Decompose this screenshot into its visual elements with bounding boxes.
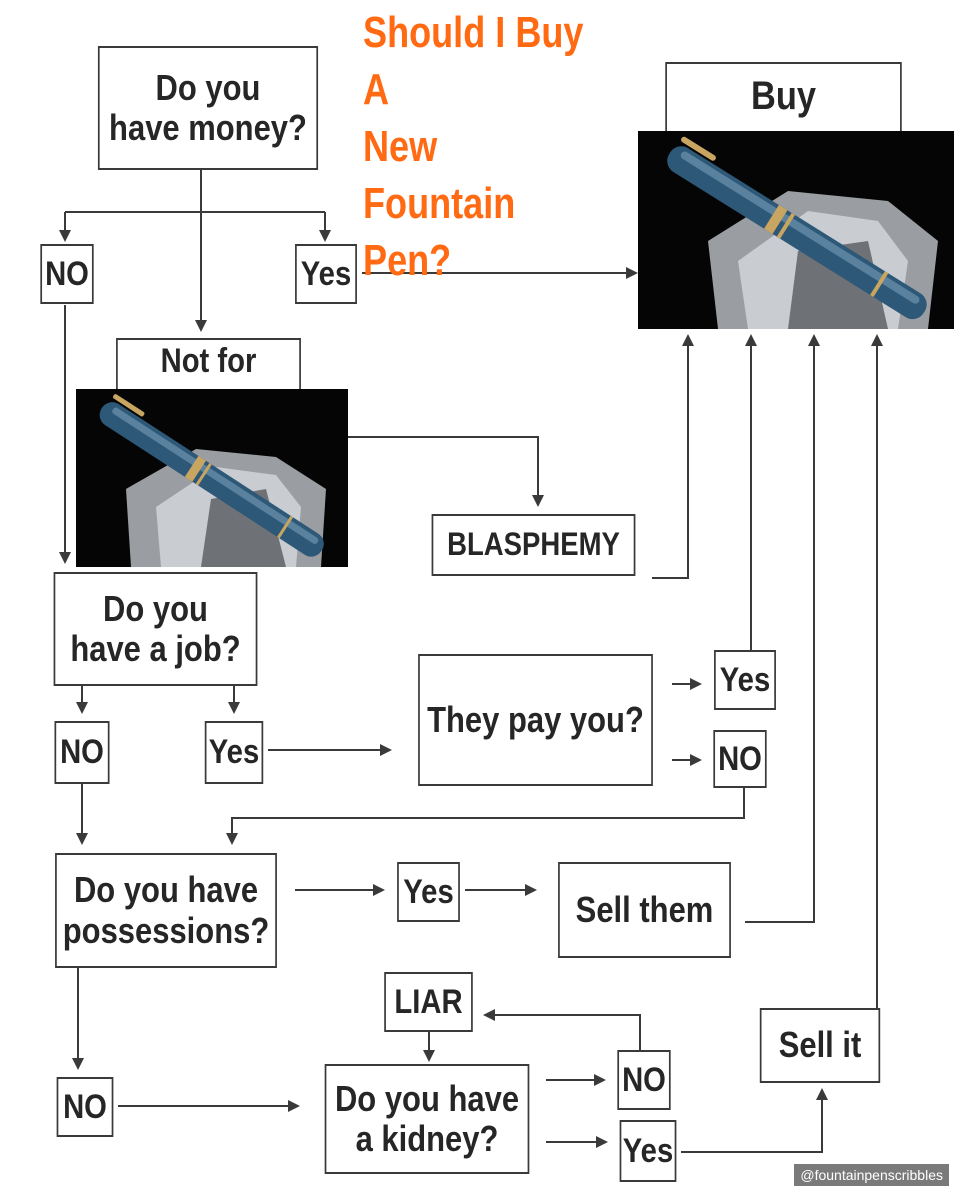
- result-buy-label: Buy: [750, 74, 816, 118]
- answer-job-yes: Yes: [204, 721, 264, 784]
- answer-money-yes-label: Yes: [300, 254, 352, 293]
- answer-possessions-no-label: NO: [63, 1087, 107, 1126]
- answer-pay-yes-label: Yes: [719, 660, 771, 699]
- question-have-job-label: Do you have a job?: [70, 587, 241, 669]
- answer-not-for: Not for: [116, 338, 301, 394]
- pen-photo-buy: [638, 131, 954, 329]
- page-title: Should I Buy A New Fountain Pen?: [363, 8, 584, 285]
- answer-money-no: NO: [40, 244, 94, 304]
- answer-kidney-no: NO: [617, 1050, 671, 1110]
- question-have-kidney-label: Do you have a kidney?: [334, 1077, 520, 1159]
- question-have-money-label: Do you have money?: [109, 66, 307, 148]
- result-liar: LIAR: [384, 972, 473, 1032]
- result-blasphemy: BLASPHEMY: [431, 514, 636, 576]
- answer-job-no-label: NO: [60, 733, 104, 772]
- answer-possessions-yes: Yes: [397, 862, 460, 922]
- question-have-job: Do you have a job?: [53, 572, 258, 686]
- answer-job-no: NO: [54, 721, 110, 784]
- action-sell-it-label: Sell it: [778, 1024, 862, 1066]
- answer-kidney-yes-label: Yes: [622, 1131, 674, 1170]
- action-sell-them-label: Sell them: [575, 888, 714, 930]
- action-sell-it: Sell it: [759, 1008, 881, 1083]
- result-blasphemy-label: BLASPHEMY: [447, 526, 620, 563]
- fountain-pen-icon: [99, 394, 326, 567]
- answer-money-yes: Yes: [295, 244, 357, 304]
- question-have-money: Do you have money?: [97, 46, 319, 170]
- pen-photo-not-for: [76, 389, 348, 567]
- question-pay-you: They pay you?: [418, 654, 653, 786]
- answer-pay-no-label: NO: [718, 739, 762, 778]
- author-credit: @fountainpenscribbles: [794, 1164, 949, 1186]
- question-pay-you-label: They pay you?: [427, 698, 644, 740]
- answer-possessions-yes-label: Yes: [403, 872, 454, 911]
- answer-pay-yes: Yes: [714, 650, 776, 710]
- action-sell-them: Sell them: [558, 862, 731, 958]
- question-have-possessions: Do you have possessions?: [55, 853, 277, 968]
- answer-money-no-label: NO: [45, 254, 89, 293]
- question-have-kidney: Do you have a kidney?: [324, 1064, 530, 1174]
- result-buy: Buy: [665, 62, 902, 142]
- answer-not-for-label: Not for: [160, 342, 257, 380]
- answer-possessions-no: NO: [56, 1077, 114, 1137]
- answer-kidney-yes: Yes: [619, 1120, 677, 1182]
- question-have-possessions-label: Do you have possessions?: [62, 869, 270, 951]
- fountain-pen-icon: [667, 136, 938, 329]
- answer-job-yes-label: Yes: [208, 733, 260, 772]
- answer-kidney-no-label: NO: [622, 1060, 666, 1099]
- answer-pay-no: NO: [713, 730, 767, 788]
- result-liar-label: LIAR: [394, 982, 463, 1021]
